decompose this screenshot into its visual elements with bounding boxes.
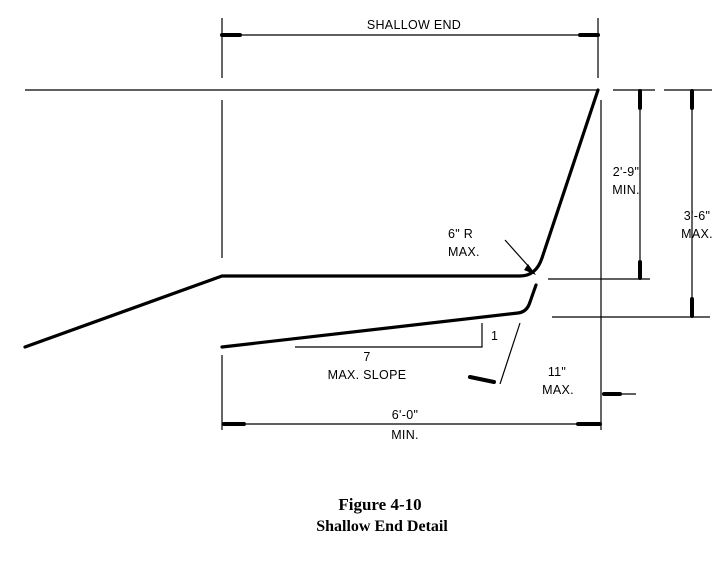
radius-leader-line — [504, 239, 531, 269]
dim-6-0-label-line2: MIN. — [391, 428, 419, 442]
dim-3-6-label-line1: 3'-6" — [684, 209, 710, 223]
dim-6-0-label-line1: 6'-0" — [392, 408, 418, 422]
dim-11-label-line1: 11" — [548, 365, 566, 379]
dim-2-9-label-line2: MIN. — [612, 183, 640, 197]
radius-arrowhead — [524, 264, 536, 275]
slope-text-label: MAX. SLOPE — [328, 368, 407, 382]
pool-floor-slope-outline — [220, 283, 538, 349]
dim-3-6-label-line2: MAX. — [681, 227, 713, 241]
radius-label-line2: MAX. — [448, 245, 480, 259]
slope-triangle — [295, 323, 483, 348]
shallow-end-label: SHALLOW END — [367, 18, 461, 32]
figure-subtitle: Shallow End Detail — [316, 518, 448, 535]
dim-2-9-label-line1: 2'-9" — [613, 165, 639, 179]
radius-label-line1: 6" R — [448, 227, 473, 241]
dim-11-tick — [468, 375, 496, 384]
pool-wall-outline — [23, 88, 600, 349]
dim-11-label-line2: MAX. — [542, 383, 574, 397]
slope-rise-label: 1 — [491, 329, 498, 343]
slope-run-label: 7 — [363, 350, 370, 364]
figure-title: Figure 4-10 — [338, 495, 421, 514]
dim-11-leader-line — [499, 322, 521, 385]
